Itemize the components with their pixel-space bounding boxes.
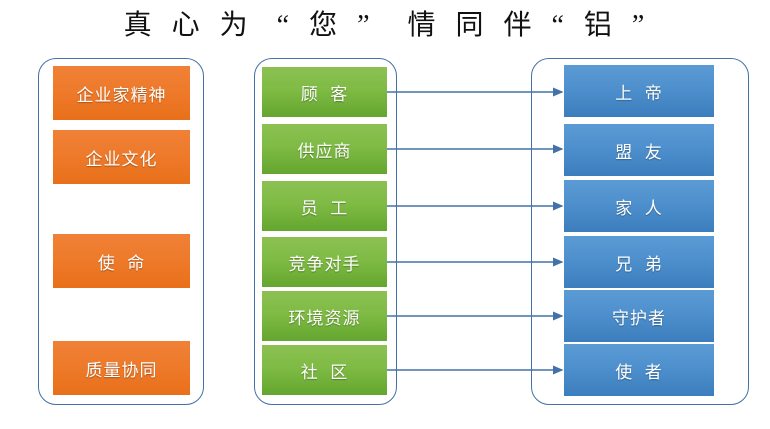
values-panel xyxy=(38,58,204,405)
stakeholder-box[interactable]: 竞争对手 xyxy=(262,237,387,287)
value-box[interactable]: 质量协同 xyxy=(53,341,190,395)
stakeholders-panel xyxy=(254,58,397,405)
role-box[interactable]: 盟 友 xyxy=(564,124,714,176)
role-box[interactable]: 守护者 xyxy=(564,290,714,342)
page-title-text: 真 心 为 “ 您 ” 情 同 伴 “ 铝 ” xyxy=(123,10,647,41)
value-box[interactable]: 企业家精神 xyxy=(53,66,190,120)
role-box[interactable]: 家 人 xyxy=(564,180,714,232)
role-box[interactable]: 上 帝 xyxy=(564,65,714,117)
stakeholder-box[interactable]: 环境资源 xyxy=(262,291,387,341)
role-box[interactable]: 使 者 xyxy=(564,344,714,396)
stakeholder-box[interactable]: 顾 客 xyxy=(262,67,387,117)
role-box[interactable]: 兄 弟 xyxy=(564,236,714,288)
value-box[interactable]: 使 命 xyxy=(53,234,190,288)
roles-panel xyxy=(531,58,749,405)
stakeholder-box[interactable]: 供应商 xyxy=(262,124,387,174)
stakeholder-box[interactable]: 员 工 xyxy=(262,181,387,231)
value-box[interactable]: 企业文化 xyxy=(53,130,190,184)
page-title: 真 心 为 “ 您 ” 情 同 伴 “ 铝 ” xyxy=(0,0,770,52)
stakeholder-box[interactable]: 社 区 xyxy=(262,345,387,395)
